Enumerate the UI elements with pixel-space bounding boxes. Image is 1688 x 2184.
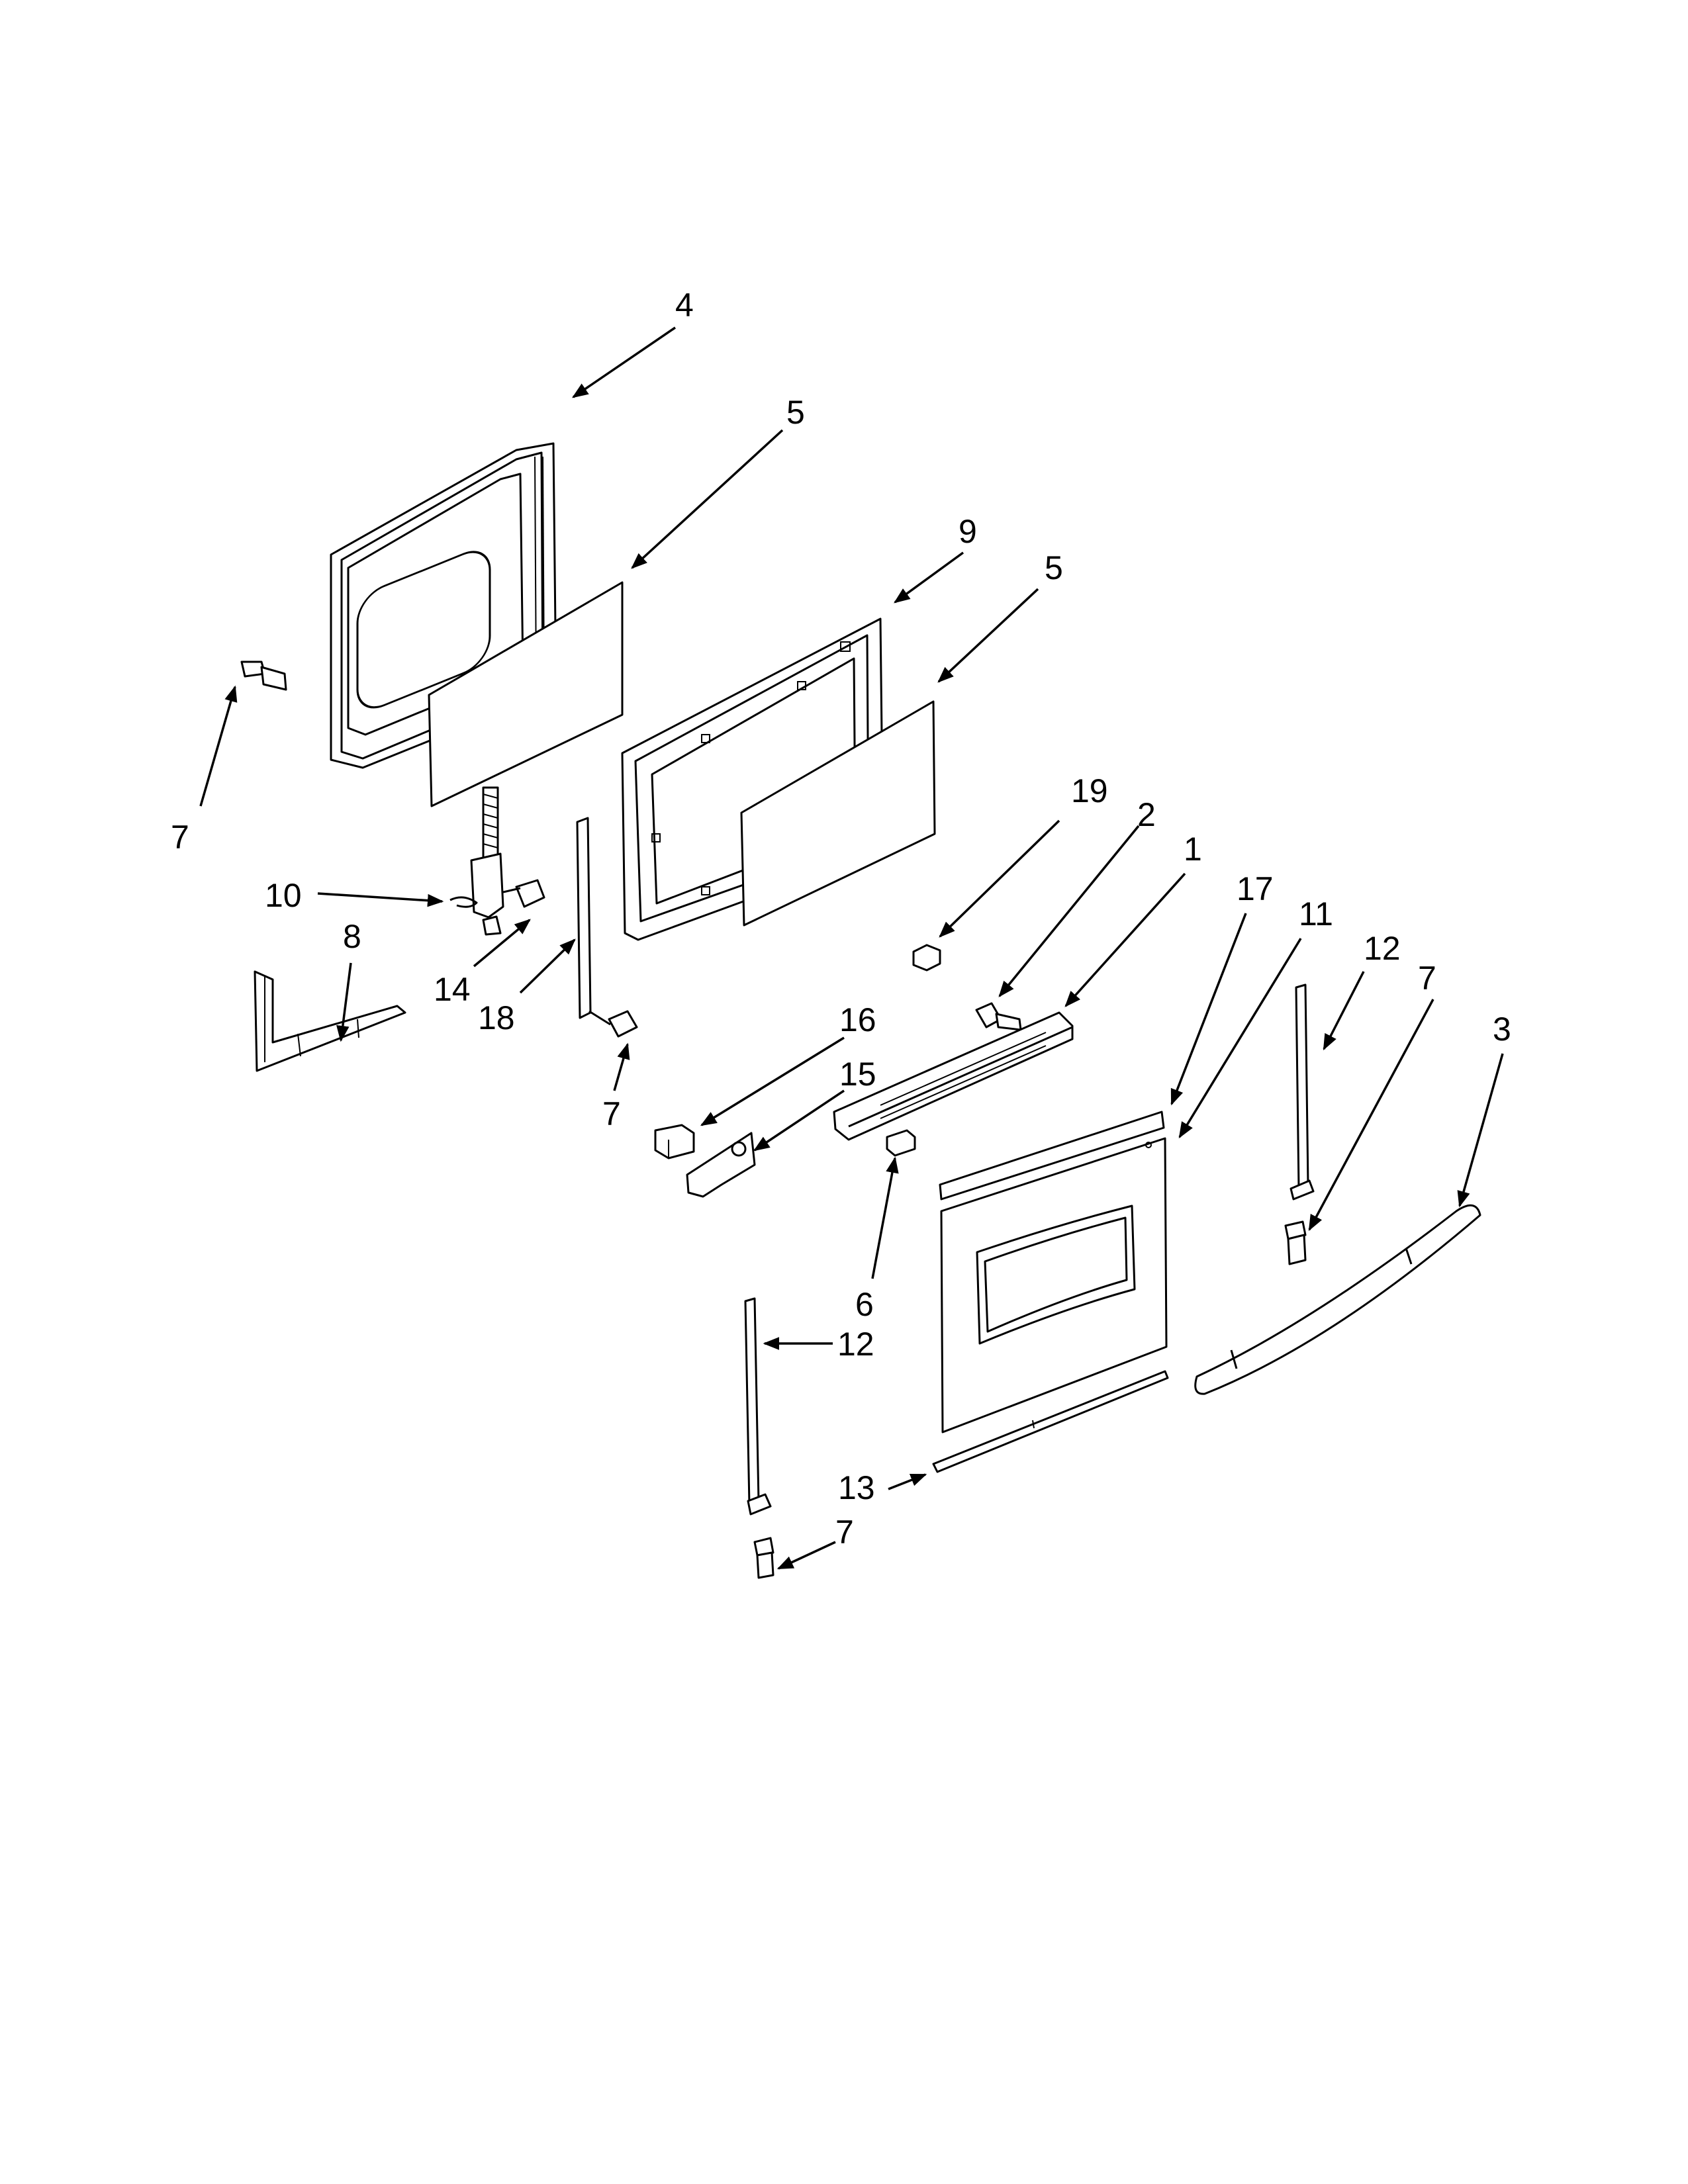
callout-4: 4 (675, 287, 694, 324)
part-nut (912, 944, 941, 972)
part-side-trim-left (744, 1297, 772, 1516)
part-clip-16 (654, 1124, 695, 1160)
callout-16: 16 (839, 1001, 876, 1038)
part-screw-bottom (753, 1537, 774, 1579)
callout-11: 11 (1299, 895, 1333, 933)
callout-13: 13 (838, 1469, 875, 1506)
part-bracket-15 (686, 1132, 756, 1198)
part-screw-2 (975, 1002, 1022, 1031)
callout-12: 12 (837, 1326, 874, 1363)
part-handle (1194, 1204, 1481, 1395)
leader-lines (199, 326, 1504, 1570)
part-hinge (449, 786, 545, 936)
part-screw-top-left (240, 660, 287, 691)
callout-14: 14 (434, 971, 471, 1008)
part-glass-pane-upper (428, 581, 624, 807)
callout-7: 7 (602, 1095, 621, 1132)
callout-15: 15 (839, 1056, 876, 1093)
part-spring-bracket (576, 817, 638, 1038)
callout-7: 7 (1418, 960, 1436, 997)
callout-9: 9 (959, 513, 977, 550)
callout-2: 2 (1137, 796, 1156, 833)
callout-6: 6 (855, 1286, 874, 1323)
callout-5: 5 (786, 394, 805, 431)
callout-7: 7 (835, 1514, 854, 1551)
part-bottom-trim (932, 1370, 1169, 1473)
part-outer-door-panel (939, 1111, 1168, 1433)
callout-19: 19 (1071, 772, 1108, 809)
part-side-trim-right (1289, 983, 1315, 1201)
part-vent-trim (833, 1011, 1074, 1141)
callout-12: 12 (1364, 930, 1401, 967)
callout-labels: 4 5 9 5 7 19 2 1 17 11 12 7 3 10 8 14 18… (171, 287, 1511, 1551)
callout-1: 1 (1184, 831, 1202, 868)
callout-18: 18 (478, 999, 515, 1036)
part-screw-right (1284, 1220, 1307, 1265)
callout-5: 5 (1045, 549, 1063, 586)
part-l-trim (254, 970, 406, 1072)
callout-3: 3 (1493, 1011, 1511, 1048)
part-glass-pane-middle (740, 700, 936, 927)
part-block-6 (886, 1129, 916, 1157)
callout-17: 17 (1237, 870, 1274, 907)
callout-10: 10 (265, 877, 302, 914)
callout-7: 7 (171, 819, 189, 856)
callout-8: 8 (343, 918, 361, 955)
